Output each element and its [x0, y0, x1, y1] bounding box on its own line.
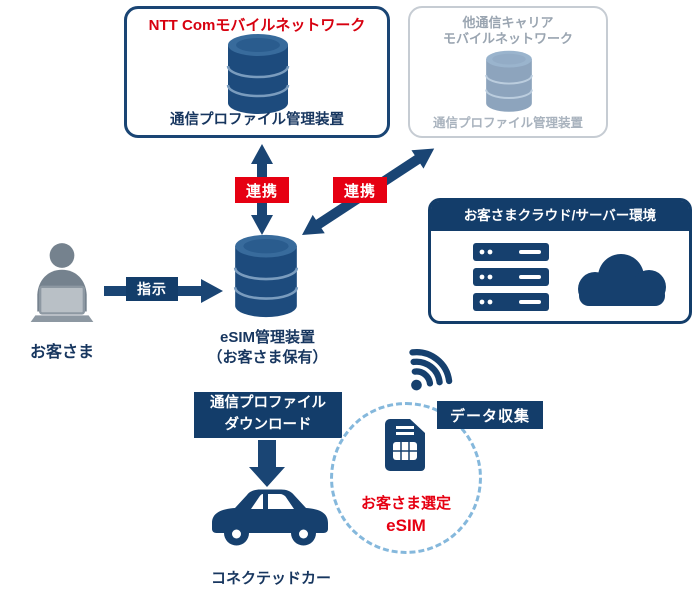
wifi-icon [409, 349, 453, 391]
sim-card-icon [385, 419, 425, 471]
other-carrier-device-label: 通信プロファイル管理装置 [432, 116, 583, 130]
cloud-icon [578, 254, 666, 306]
database-icon [485, 50, 533, 112]
esim-server-label: eSIM管理装置 （お客さま保有） [160, 328, 375, 369]
other-carrier-title-line1: 他通信キャリア [462, 15, 554, 30]
customer-cloud-title: お客さまクラウド/サーバー環境 [431, 201, 689, 231]
esim-callout-line1: お客さま選定 [360, 495, 451, 512]
data-collection-badge: データ収集 [437, 401, 543, 429]
car-label: コネクテッドカー [210, 570, 331, 587]
download-arrow-shape [249, 440, 285, 487]
customer-cloud-box: お客さまクラウド/サーバー環境 [428, 198, 692, 324]
link-badge-right: 連携 [333, 177, 387, 203]
download-label-line1: 通信プロファイル [210, 395, 326, 412]
server-stack-icon [473, 243, 549, 311]
esim-server-label-line2: （お客さま保有） [207, 349, 328, 367]
ntt-network-title: NTT Comモバイルネットワーク [148, 17, 366, 34]
download-label-line2: ダウンロード [224, 417, 312, 433]
person-at-laptop-icon [30, 243, 94, 322]
esim-callout-label: お客さま選定 eSIM [330, 493, 482, 538]
ntt-network-box: NTT Comモバイルネットワーク 通信プロファイル管理装置 [124, 6, 390, 138]
ntt-device-label: 通信プロファイル管理装置 [170, 112, 344, 128]
esim-callout-line2: eSIM [386, 515, 426, 535]
customer-label: お客さま [29, 344, 94, 361]
other-carrier-title-line2: モバイルネットワーク [442, 31, 573, 47]
download-label-block: 通信プロファイル ダウンロード [194, 392, 342, 438]
instruction-badge: 指示 [126, 277, 178, 301]
esim-server-label-line1: eSIM管理装置 [219, 329, 315, 346]
database-icon [226, 34, 290, 114]
link-badge-left: 連携 [235, 177, 289, 203]
other-carrier-network-box: 他通信キャリア モバイルネットワーク 通信プロファイル管理装置 [408, 6, 608, 138]
other-carrier-title: 他通信キャリア モバイルネットワーク [410, 15, 606, 48]
database-icon [233, 234, 299, 318]
car-icon [212, 489, 328, 546]
